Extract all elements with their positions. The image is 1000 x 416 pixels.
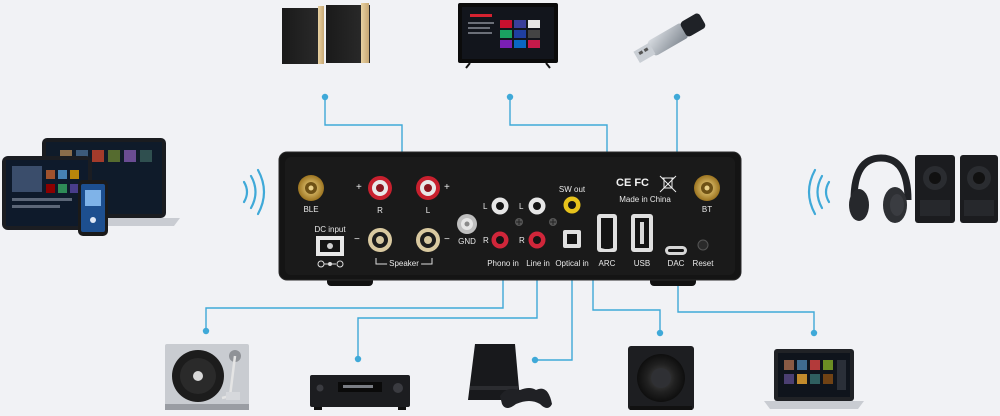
bluetooth-waves-icon — [242, 168, 831, 216]
made-in-label: Made in China — [619, 195, 671, 204]
phono-in-label: Phono in — [487, 259, 519, 268]
minus-left-label: − — [354, 234, 360, 245]
subwoofer-icon — [628, 346, 694, 410]
gnd-terminal — [457, 214, 477, 234]
phono-in-r-rca — [491, 231, 509, 249]
arc-hdmi-port — [597, 214, 617, 252]
dac-usb-c-port — [665, 246, 687, 255]
speaker-terminal-l-minus — [416, 228, 440, 252]
dac-label: DAC — [667, 259, 685, 268]
ble-label: BLE — [303, 205, 319, 214]
optical-in-label: Optical in — [555, 259, 589, 268]
line-in-l-rca — [528, 197, 546, 215]
ble-antenna-connector — [298, 175, 324, 201]
weee-bin-icon — [659, 175, 677, 193]
minus-right-label: − — [444, 234, 450, 245]
bt-label: BT — [701, 205, 713, 214]
speaker-label: Speaker — [387, 259, 421, 268]
speaker-l-label: L — [425, 206, 431, 215]
line-cd — [357, 255, 538, 358]
usb-drive-icon — [633, 13, 706, 64]
line-turntable — [205, 255, 504, 330]
bt-speakers-icon — [915, 155, 998, 223]
dc-input-jack — [316, 236, 344, 268]
arc-label: ARC — [598, 259, 616, 268]
speakers-icon — [282, 3, 370, 64]
speaker-terminal-r-plus — [368, 176, 392, 200]
line-r-label: R — [519, 236, 525, 245]
sw-out-label: SW out — [558, 185, 586, 194]
speaker-terminal-l-plus — [416, 176, 440, 200]
gnd-label: GND — [458, 237, 476, 246]
speaker-r-label: R — [377, 206, 383, 215]
certification-marks: CE FC — [616, 177, 649, 189]
connection-lines — [205, 97, 815, 361]
phono-r-label: R — [483, 236, 489, 245]
dc-input-label: DC input — [314, 225, 346, 234]
optical-in-port — [563, 230, 581, 248]
phono-l-label: L — [483, 202, 488, 211]
laptop-icon — [764, 349, 864, 409]
usb-label: USB — [633, 259, 651, 268]
screw-icon — [549, 218, 557, 226]
headphones-icon — [849, 154, 912, 223]
connection-dots — [202, 93, 818, 364]
cd-player-icon — [310, 375, 410, 410]
line-in-label: Line in — [526, 259, 550, 268]
amplifier-panel — [278, 151, 742, 286]
game-console-icon — [468, 344, 552, 408]
plus-left-label: + — [356, 182, 362, 193]
devices-icon — [2, 138, 180, 236]
bt-antenna-connector — [694, 175, 720, 201]
turntable-icon — [165, 344, 249, 410]
speaker-terminal-r-minus — [368, 228, 392, 252]
reset-label: Reset — [692, 259, 714, 268]
phono-in-l-rca — [491, 197, 509, 215]
usb-port — [631, 214, 653, 252]
line-in-r-rca — [528, 231, 546, 249]
line-l-label: L — [519, 202, 524, 211]
tv-icon — [458, 3, 558, 69]
sw-out-rca — [563, 196, 581, 214]
reset-button — [697, 239, 709, 251]
plus-right-label: + — [444, 182, 450, 193]
line-console — [535, 252, 573, 361]
screw-icon — [515, 218, 523, 226]
